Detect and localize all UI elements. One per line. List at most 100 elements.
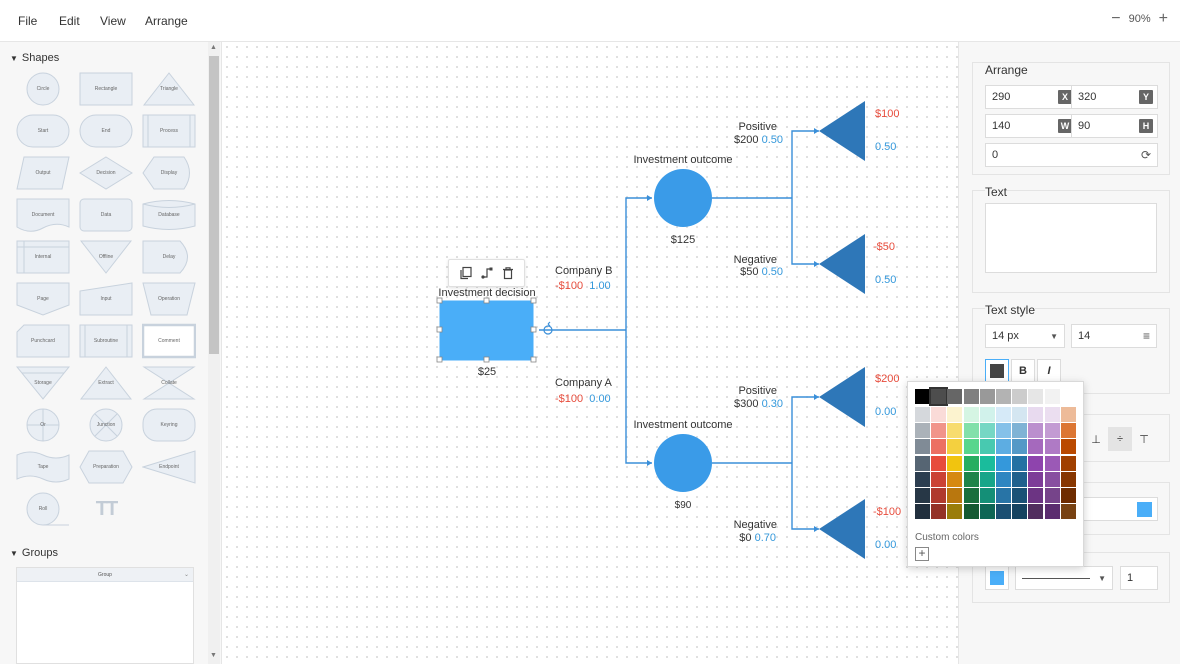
color-swatch[interactable] <box>996 488 1011 503</box>
shape-punchcard[interactable]: Punchcard <box>16 323 70 359</box>
color-swatch[interactable] <box>1044 423 1060 439</box>
menu-view[interactable]: View <box>100 14 126 28</box>
shape-input[interactable]: Input <box>79 281 133 317</box>
color-swatch[interactable] <box>931 488 947 503</box>
shape-keyring[interactable]: Keyring <box>142 407 196 443</box>
color-swatch[interactable] <box>1028 423 1044 439</box>
color-swatch[interactable] <box>1044 471 1060 487</box>
y-field[interactable]: 320 Y <box>1071 85 1158 109</box>
color-swatch[interactable] <box>947 439 963 455</box>
fill-color-field[interactable] <box>1073 497 1158 521</box>
shape-data[interactable]: Data <box>79 197 133 233</box>
color-swatch[interactable] <box>1028 504 1044 520</box>
color-swatch[interactable] <box>996 389 1011 404</box>
color-swatch[interactable] <box>979 439 995 455</box>
color-swatch[interactable] <box>1012 471 1028 487</box>
align-middle-icon[interactable]: ÷ <box>1108 427 1132 451</box>
color-swatch[interactable] <box>931 471 947 487</box>
scroll-down-icon[interactable]: ▼ <box>210 652 217 659</box>
shape-tape[interactable]: Tape <box>16 449 70 485</box>
shape-process[interactable]: Process <box>142 113 196 149</box>
color-swatch[interactable] <box>947 389 963 404</box>
color-swatch[interactable] <box>979 389 995 404</box>
color-swatch[interactable] <box>996 407 1011 422</box>
menu-file[interactable]: File <box>18 14 38 28</box>
menu-edit[interactable]: Edit <box>59 14 80 28</box>
color-swatch[interactable] <box>996 504 1011 520</box>
color-swatch[interactable] <box>1044 389 1060 404</box>
color-swatch[interactable] <box>1028 407 1044 422</box>
menu-arrange[interactable]: Arrange <box>145 14 188 28</box>
color-swatch[interactable] <box>947 423 963 439</box>
shape-comment[interactable]: Comment <box>142 323 196 359</box>
color-swatch[interactable] <box>915 488 930 503</box>
line-style-select[interactable]: ▼ <box>1015 566 1113 590</box>
height-field[interactable]: 90 H <box>1071 114 1158 138</box>
group-header[interactable]: Group ⌄ <box>17 568 193 582</box>
shape-internal[interactable]: Internal <box>16 239 70 275</box>
shape-start[interactable]: Start <box>16 113 70 149</box>
color-swatch[interactable] <box>947 455 963 471</box>
align-top-icon[interactable]: ⊤ <box>1139 433 1149 446</box>
color-swatch[interactable] <box>1060 389 1076 404</box>
color-swatch[interactable] <box>1028 439 1044 455</box>
color-swatch[interactable] <box>996 471 1011 487</box>
line-color-button[interactable] <box>985 566 1009 590</box>
color-swatch[interactable] <box>1028 488 1044 503</box>
scroll-up-icon[interactable]: ▲ <box>210 44 217 51</box>
color-swatch[interactable] <box>929 387 949 406</box>
width-field[interactable]: 140 W <box>985 114 1077 138</box>
color-swatch[interactable] <box>1012 407 1028 422</box>
color-swatch[interactable] <box>1044 504 1060 520</box>
text-input[interactable] <box>985 203 1157 273</box>
color-swatch[interactable] <box>931 439 947 455</box>
color-swatch[interactable] <box>947 471 963 487</box>
color-swatch[interactable] <box>979 471 995 487</box>
delete-icon[interactable] <box>501 266 515 280</box>
color-swatch[interactable] <box>1028 389 1044 404</box>
color-swatch[interactable] <box>1012 488 1028 503</box>
color-swatch[interactable] <box>931 504 947 520</box>
shapes-section-header[interactable]: ▼ Shapes <box>10 52 59 64</box>
x-field[interactable]: 290 X <box>985 85 1077 109</box>
shape-roll[interactable]: Roll <box>16 491 70 527</box>
shape-preparation[interactable]: Preparation <box>79 449 133 485</box>
color-swatch[interactable] <box>1060 471 1076 487</box>
text-color-button[interactable] <box>985 359 1009 383</box>
color-swatch[interactable] <box>979 455 995 471</box>
color-swatch[interactable] <box>963 504 979 520</box>
zoom-in-button[interactable]: + <box>1158 10 1168 27</box>
shape-output[interactable]: Output <box>16 155 70 191</box>
shape-document[interactable]: Document <box>16 197 70 233</box>
color-swatch[interactable] <box>1012 389 1028 404</box>
color-swatch[interactable] <box>963 439 979 455</box>
zoom-out-button[interactable]: − <box>1111 10 1121 27</box>
color-swatch[interactable] <box>915 423 930 439</box>
color-swatch[interactable] <box>931 407 947 422</box>
italic-button[interactable]: I <box>1037 359 1061 383</box>
color-swatch[interactable] <box>1012 504 1028 520</box>
shape-extract[interactable]: Extract <box>79 365 133 401</box>
color-swatch[interactable] <box>1060 423 1076 439</box>
color-swatch[interactable] <box>979 407 995 422</box>
color-swatch[interactable] <box>979 504 995 520</box>
color-swatch[interactable] <box>915 389 930 404</box>
color-swatch[interactable] <box>915 455 930 471</box>
shape-circle[interactable]: Circle <box>16 71 70 107</box>
shape-collate[interactable]: Collate <box>142 365 196 401</box>
color-swatch[interactable] <box>915 471 930 487</box>
color-swatch[interactable] <box>1012 439 1028 455</box>
color-swatch[interactable] <box>963 471 979 487</box>
diagram-canvas[interactable]: Investment decision $25 Company B -$100 … <box>222 42 958 664</box>
color-swatch[interactable] <box>963 488 979 503</box>
rotation-field[interactable]: 0 ⟳ <box>985 143 1158 167</box>
color-swatch[interactable] <box>947 407 963 422</box>
color-swatch[interactable] <box>1012 423 1028 439</box>
connector-icon[interactable] <box>480 266 494 280</box>
shape-database[interactable]: Database <box>142 197 196 233</box>
color-swatch[interactable] <box>931 423 947 439</box>
shape-triangle[interactable]: Triangle <box>142 71 196 107</box>
shape-endpoint[interactable]: Endpoint <box>142 449 196 485</box>
color-swatch[interactable] <box>1028 471 1044 487</box>
color-swatch[interactable] <box>931 455 947 471</box>
